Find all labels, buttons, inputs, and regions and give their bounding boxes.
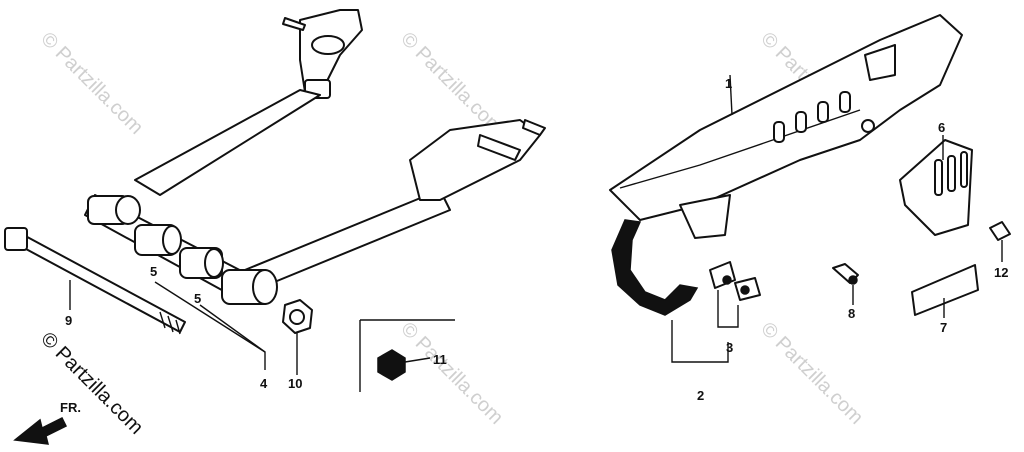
callout-10: 10 xyxy=(288,376,302,391)
callout-5a: 5 xyxy=(150,264,157,279)
callouts: 1 2 3 4 5 5 6 7 8 9 10 11 12 xyxy=(65,76,1008,403)
watermark: © Partzilla.com xyxy=(36,28,147,139)
callout-7: 7 xyxy=(940,320,947,335)
callout-11: 11 xyxy=(433,352,447,367)
svg-text:FR.: FR. xyxy=(60,400,81,415)
bolts xyxy=(832,221,1011,285)
master-link xyxy=(709,261,761,301)
nut-box xyxy=(359,319,455,392)
sprocket-cover xyxy=(899,139,973,236)
watermark: © Partzilla.com xyxy=(396,28,507,139)
arrow-left-icon: FR. xyxy=(13,400,81,445)
label-plate xyxy=(911,264,979,316)
callout-8: 8 xyxy=(848,306,855,321)
swing-arm xyxy=(84,9,546,305)
chain-case xyxy=(609,14,963,239)
callout-1: 1 xyxy=(725,76,732,91)
watermark: © Partzilla.com xyxy=(756,318,867,429)
callout-3: 3 xyxy=(726,340,733,355)
callout-4: 4 xyxy=(260,376,268,391)
drive-chain xyxy=(611,219,699,316)
callout-6: 6 xyxy=(938,120,945,135)
pivot-bolt xyxy=(4,227,186,335)
bushings xyxy=(134,224,224,279)
callout-12: 12 xyxy=(994,265,1008,280)
callout-2: 2 xyxy=(697,388,704,403)
leader-lines xyxy=(69,74,1003,375)
callout-5b: 5 xyxy=(194,291,201,306)
callout-9: 9 xyxy=(65,313,72,328)
pivot-nut xyxy=(282,299,313,334)
watermark: © Partzilla.com xyxy=(396,318,507,429)
